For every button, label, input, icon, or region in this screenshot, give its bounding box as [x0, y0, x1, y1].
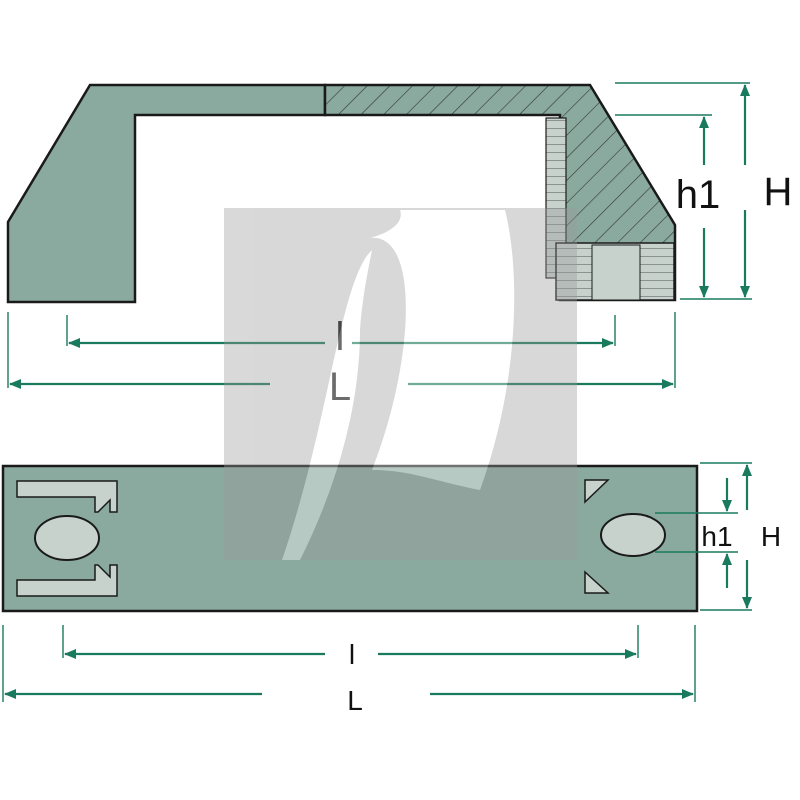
- top-extension-lines: [2, 462, 752, 702]
- top-H-label: H: [761, 521, 781, 552]
- right-mounting-hole: [600, 513, 666, 557]
- left-mounting-hole: [34, 515, 100, 561]
- side-extension-lines: [7, 82, 752, 388]
- left-lower-cutout: [16, 564, 118, 597]
- top-view: h1 H l L: [1, 462, 781, 716]
- side-view: h1 H l L: [6, 82, 793, 409]
- right-lower-triangle: [584, 570, 610, 594]
- side-H-label: H: [764, 170, 793, 214]
- handle-top-body: [1, 464, 699, 613]
- right-upper-triangle: [584, 479, 610, 504]
- top-l-label: l: [349, 639, 355, 670]
- side-L-label: L: [329, 365, 351, 409]
- top-h1-label: h1: [701, 521, 732, 552]
- watermark-logo-icon: [224, 208, 577, 560]
- top-L-label: L: [347, 685, 363, 716]
- threaded-insert: [545, 117, 675, 301]
- side-h1-label: h1: [676, 173, 721, 217]
- left-upper-cutout: [16, 480, 118, 513]
- side-l-label: l: [336, 315, 345, 359]
